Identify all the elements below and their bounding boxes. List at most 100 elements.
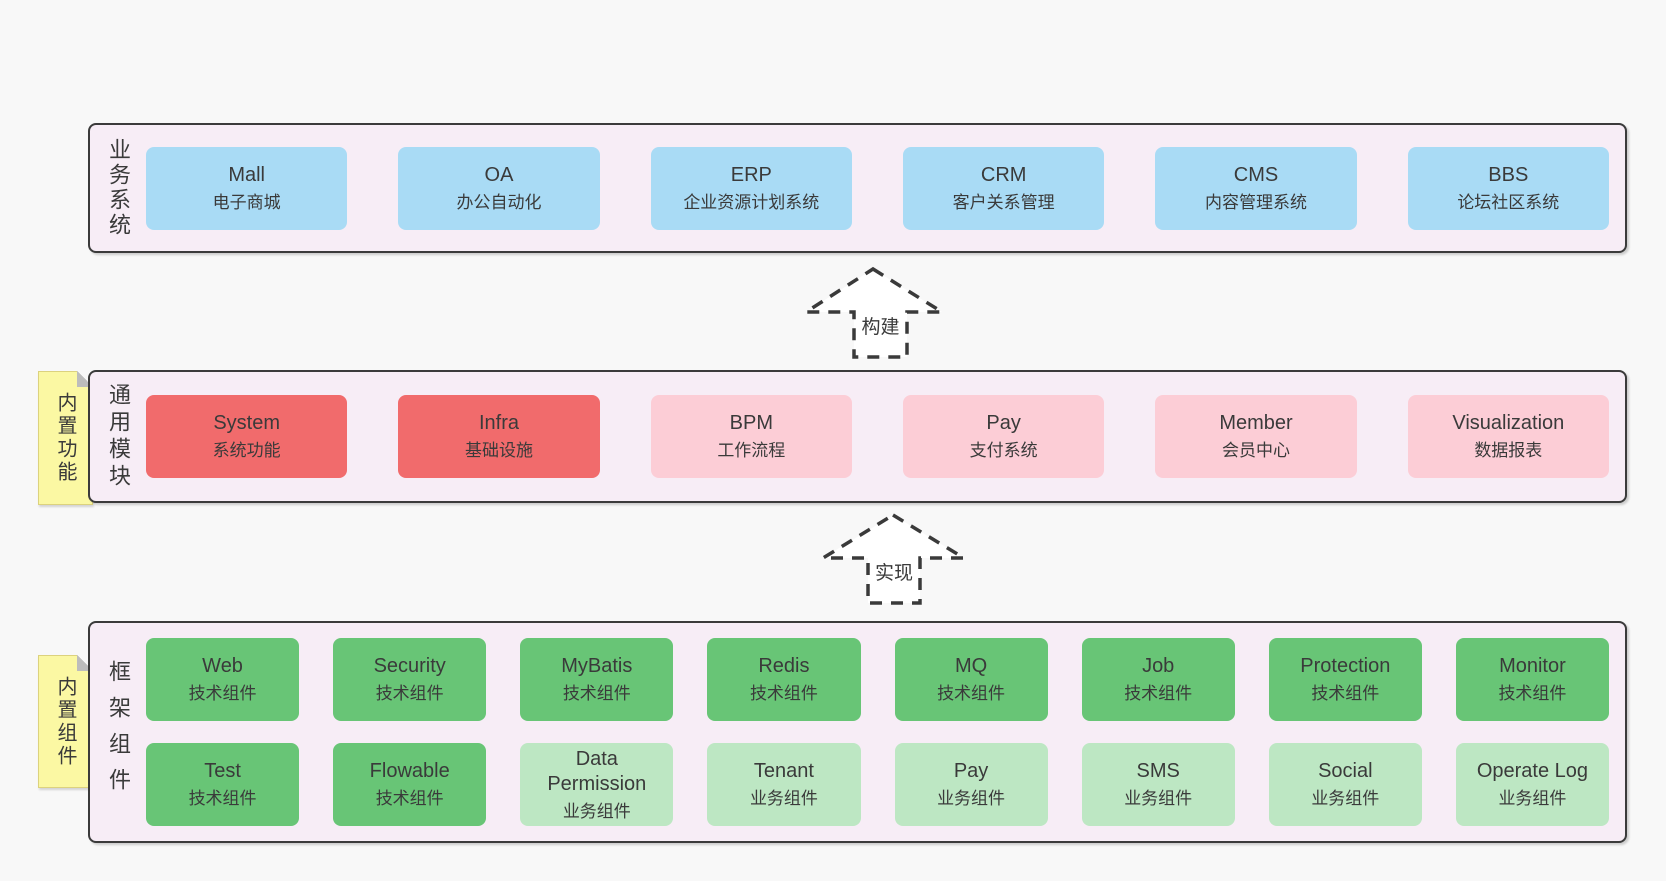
component-name-en: Flowable [369,760,450,783]
component-name-zh: 基础设施 [464,441,533,461]
component-name-en: BPM [729,412,773,435]
component-name-zh: 会员中心 [1221,441,1290,461]
component-box-member: Member 会员中心 [1155,395,1357,478]
component-name-en: Visualization [1452,412,1565,435]
band-common-modules: 通用模块 System 系统功能 Infra 基础设施 BPM 工作流程 Pay 支付系统 Me… [88,370,1627,503]
component-name-zh: 技术组件 [749,684,818,704]
sticky-note-text: 内置组件 [54,675,76,768]
band-label-common-modules: 通用模块 [106,382,131,491]
component-box-protection: Protection 技术组件 [1268,638,1422,721]
up-arrow-icon [803,266,945,359]
arrow-label-implement: 实现 [874,563,913,584]
component-name-zh: 电子商城 [212,192,281,212]
component-box-redis: Redis 技术组件 [707,638,861,721]
component-box-oa: OA 办公自动化 [398,146,600,230]
component-box-security: Security 技术组件 [333,638,487,721]
up-arrow-icon [820,512,967,605]
sticky-note-builtin-features: 内置功能 [38,371,93,505]
component-box-bpm: BPM 工作流程 [650,395,852,478]
component-box-infra: Infra 基础设施 [398,395,600,478]
component-name-en: SMS [1136,760,1180,783]
component-box-erp: ERP 企业资源计划系统 [650,146,852,230]
component-box-web: Web 技术组件 [146,638,300,721]
component-name-zh: 工作流程 [717,441,786,461]
component-name-zh: 系统功能 [212,441,281,461]
component-name-en: Social [1318,760,1373,783]
component-name-en: MyBatis [561,655,633,678]
component-name-en: MQ [954,655,988,678]
component-name-en: Security [373,655,446,678]
band-box-grid: System 系统功能 Infra 基础设施 BPM 工作流程 Pay 支付系统 Member 会… [146,372,1625,501]
component-name-en: CMS [1233,163,1279,186]
component-name-en: Tenant [753,760,814,783]
band-label-business-systems: 业务系统 [106,138,131,238]
component-box-data-permission: Data Permission 业务组件 [520,743,674,826]
component-name-zh: 业务组件 [937,789,1006,809]
component-box-system: System 系统功能 [146,395,348,478]
component-box-operate-log: Operate Log 业务组件 [1455,743,1609,826]
component-name-zh: 技术组件 [188,789,257,809]
component-box-pay: Pay 支付系统 [902,395,1105,478]
component-name-en: CRM [980,163,1027,186]
component-name-zh: 技术组件 [188,684,257,704]
component-box-social: Social 业务组件 [1268,743,1422,826]
component-name-en: Operate Log [1476,760,1589,783]
component-name-en: BBS [1488,163,1529,186]
component-name-zh: 技术组件 [1124,684,1193,704]
component-box-mybatis: MyBatis 技术组件 [520,638,674,721]
component-name-zh: 支付系统 [969,441,1038,461]
component-name-en: System [213,412,280,435]
component-box-bbs: BBS 论坛社区系统 [1407,146,1609,230]
component-name-zh: 业务组件 [1124,789,1193,809]
component-box-test: Test 技术组件 [146,743,300,826]
sticky-note-text: 内置功能 [54,392,76,484]
component-name-zh: 企业资源计划系统 [683,192,820,212]
component-name-en: Pay [953,760,989,783]
component-box-tenant: Tenant 业务组件 [707,743,861,826]
component-name-zh: 业务组件 [562,801,631,821]
component-name-zh: 技术组件 [1498,684,1567,704]
component-name-en: Pay [986,412,1021,435]
component-box-mall: Mall 电子商城 [146,146,348,230]
component-name-en: Monitor [1499,655,1566,678]
component-name-en: Job [1142,655,1175,678]
component-box-monitor: Monitor 技术组件 [1455,638,1609,721]
component-box-sms: SMS 业务组件 [1081,743,1235,826]
component-box-visualization: Visualization 数据报表 [1407,395,1609,478]
component-name-zh: 办公自动化 [456,192,542,212]
component-name-en: Protection [1300,655,1391,678]
component-name-en: ERP [730,163,772,186]
component-name-en: Test [204,760,241,783]
component-name-zh: 技术组件 [375,684,444,704]
component-name-en: Mall [228,163,265,186]
arrow-build: 构建 [803,266,945,360]
component-name-zh: 内容管理系统 [1204,192,1307,212]
component-name-en: Data Permission [547,747,647,795]
component-name-en: Infra [478,412,519,435]
component-name-en: OA [484,163,514,186]
component-box-pay: Pay 业务组件 [894,743,1048,826]
component-name-zh: 技术组件 [1311,684,1380,704]
arrow-implement: 实现 [820,512,967,606]
component-name-en: Redis [758,655,810,678]
sticky-note-builtin-components: 内置组件 [38,655,93,788]
component-name-zh: 业务组件 [1311,789,1380,809]
component-name-zh: 论坛社区系统 [1457,192,1560,212]
component-name-zh: 数据报表 [1474,441,1543,461]
arrow-label-build: 构建 [861,317,900,338]
component-name-en: Member [1219,412,1293,435]
component-box-job: Job 技术组件 [1081,638,1235,721]
component-name-zh: 技术组件 [937,684,1006,704]
component-name-zh: 业务组件 [749,789,818,809]
component-name-en: Web [202,655,243,678]
component-box-flowable: Flowable 技术组件 [333,743,487,826]
component-name-zh: 业务组件 [1498,789,1567,809]
component-box-mq: MQ 技术组件 [894,638,1048,721]
component-name-zh: 技术组件 [375,789,444,809]
component-name-zh: 技术组件 [562,684,631,704]
